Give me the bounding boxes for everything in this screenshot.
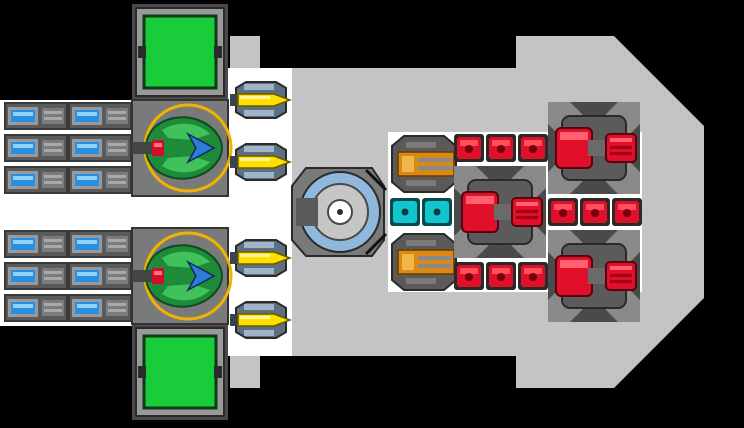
red-block-icon[interactable] — [518, 134, 548, 162]
missile-icon[interactable] — [229, 143, 291, 181]
red-block-icon[interactable] — [486, 134, 516, 162]
battery-cell-icon[interactable] — [68, 166, 132, 194]
missile-icon[interactable] — [229, 301, 291, 339]
command-dome-icon[interactable] — [291, 167, 388, 257]
red-block-icon[interactable] — [454, 134, 484, 162]
turret-icon[interactable] — [453, 165, 547, 259]
battery-cell-icon[interactable] — [4, 102, 68, 130]
battery-cell-icon[interactable] — [68, 262, 132, 290]
missile-icon[interactable] — [229, 81, 291, 119]
battery-stack-top[interactable] — [4, 102, 132, 194]
reactor-pod-icon[interactable] — [130, 98, 233, 198]
battery-stack-bottom[interactable] — [4, 230, 132, 322]
battery-cell-icon[interactable] — [4, 134, 68, 162]
green-panel-icon[interactable] — [130, 322, 230, 422]
battery-cell-icon[interactable] — [68, 294, 132, 322]
red-block-icon[interactable] — [580, 198, 610, 226]
cannon-icon[interactable] — [391, 135, 457, 193]
battery-cell-icon[interactable] — [68, 102, 132, 130]
red-block-icon[interactable] — [518, 262, 548, 290]
red-block-icon[interactable] — [454, 262, 484, 290]
shield-cells[interactable] — [390, 198, 452, 226]
red-block-icon[interactable] — [612, 198, 642, 226]
battery-cell-icon[interactable] — [4, 262, 68, 290]
green-panel-icon[interactable] — [130, 2, 230, 102]
battery-cell-icon[interactable] — [68, 134, 132, 162]
battery-cell-icon[interactable] — [4, 166, 68, 194]
battery-cell-icon[interactable] — [4, 230, 68, 258]
red-block-icon[interactable] — [486, 262, 516, 290]
battery-cell-icon[interactable] — [4, 294, 68, 322]
turret-icon[interactable] — [547, 101, 641, 195]
missile-icon[interactable] — [229, 239, 291, 277]
red-block-icon[interactable] — [548, 198, 578, 226]
battery-cell-icon[interactable] — [68, 230, 132, 258]
turret-icon[interactable] — [547, 229, 641, 323]
reactor-pod-icon[interactable] — [130, 226, 233, 326]
cannon-icon[interactable] — [391, 233, 457, 291]
